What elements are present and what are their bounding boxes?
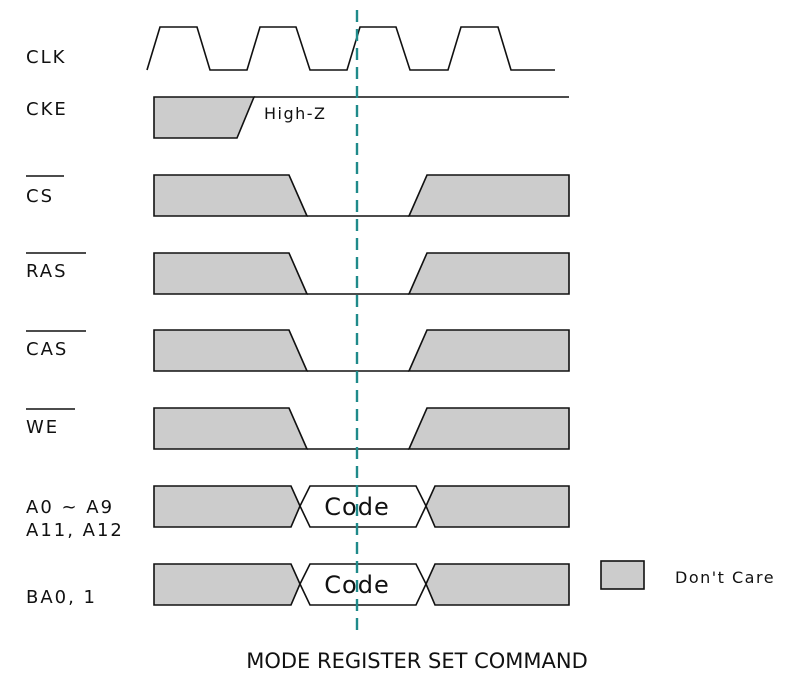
label-cke: CKE <box>26 99 68 120</box>
ba-dont-care-left <box>153 563 301 606</box>
we-dont-care-right <box>407 407 570 450</box>
cs-dont-care-right <box>407 174 570 217</box>
ras-dont-care-left <box>153 252 309 295</box>
diagram-title: MODE REGISTER SET COMMAND <box>246 649 588 673</box>
ba-dont-care-right <box>425 563 570 606</box>
addr-dont-care-right <box>425 485 570 528</box>
legend-dont-care-swatch <box>600 560 645 590</box>
label-cs: CS <box>26 186 54 207</box>
ras-dont-care-right <box>407 252 570 295</box>
we-dont-care-left <box>153 407 309 450</box>
legend-dont-care-label: Don't Care <box>675 568 775 587</box>
label-ras: RAS <box>26 261 68 282</box>
label-we: WE <box>26 417 59 438</box>
label-clk: CLK <box>26 47 66 68</box>
cas-dont-care-left <box>153 329 309 372</box>
cas-dont-care-right <box>407 329 570 372</box>
cke-dont-care <box>153 96 256 139</box>
addr-dont-care-left <box>153 485 301 528</box>
clk-waveform <box>146 26 555 71</box>
label-addr-line2: A11, A12 <box>26 520 124 541</box>
cs-dont-care-left <box>153 174 309 217</box>
cke-high-z-label: High-Z <box>264 104 327 123</box>
label-ba: BA0, 1 <box>26 587 97 608</box>
label-addr-line1: A0 ~ A9 <box>26 497 114 518</box>
label-cas: CAS <box>26 339 68 360</box>
